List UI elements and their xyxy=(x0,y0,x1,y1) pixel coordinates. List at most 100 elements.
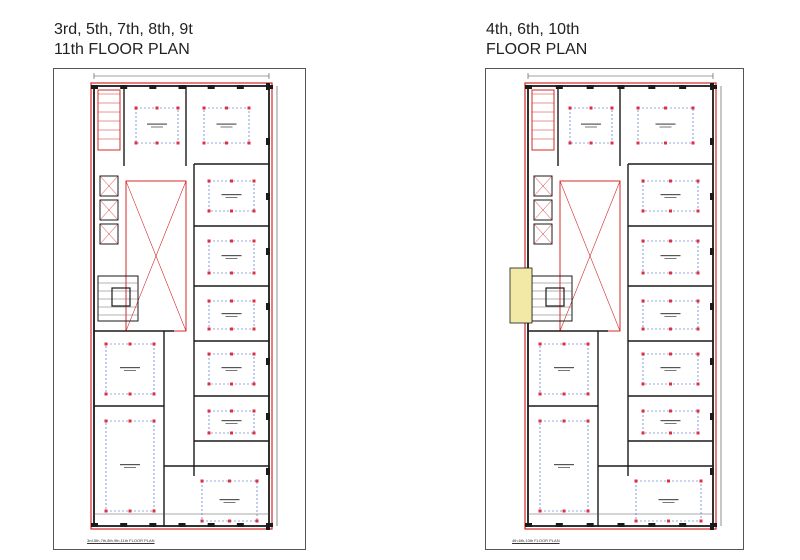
left-plan-caption: 3rd,5th,7th,8th,9th,11th FLOOR PLAN xyxy=(87,538,155,543)
column-marker xyxy=(664,106,667,110)
column-marker xyxy=(699,519,703,523)
perimeter-column xyxy=(710,523,717,527)
lift-box xyxy=(111,287,131,307)
column-marker xyxy=(252,352,256,356)
column-marker xyxy=(128,419,132,423)
column-marker xyxy=(200,479,204,483)
column-marker xyxy=(589,141,593,145)
column-marker xyxy=(641,352,645,356)
perimeter-column xyxy=(617,85,625,89)
perimeter-column xyxy=(525,523,532,527)
office-layout-outline xyxy=(642,353,699,385)
column-marker xyxy=(586,392,590,396)
room-label-mark xyxy=(216,123,237,125)
room-label-mark xyxy=(223,502,236,503)
column-marker xyxy=(699,479,703,483)
room-label-mark xyxy=(225,423,238,424)
column-marker xyxy=(586,509,590,513)
column-marker xyxy=(641,179,645,183)
column-marker xyxy=(669,179,672,183)
column-marker xyxy=(696,299,700,303)
office-layout-outline xyxy=(539,420,589,512)
column-marker xyxy=(589,106,593,110)
perimeter-column xyxy=(586,523,594,527)
column-marker xyxy=(207,271,211,275)
lift-shaft xyxy=(99,175,119,197)
room-label-mark xyxy=(659,126,672,128)
lift-cross xyxy=(99,199,119,221)
perimeter-column xyxy=(91,85,98,89)
column-marker xyxy=(104,509,108,513)
perimeter-column xyxy=(266,358,270,365)
column-marker xyxy=(636,141,640,145)
column-marker xyxy=(230,209,233,213)
column-marker xyxy=(230,239,233,243)
right-plan-title-line1: 4th, 6th, 10th xyxy=(486,21,580,38)
column-marker xyxy=(104,342,108,346)
column-marker xyxy=(252,431,256,435)
perimeter-column xyxy=(91,523,98,527)
column-marker xyxy=(669,271,672,275)
room-label-mark xyxy=(662,502,675,503)
column-marker xyxy=(669,431,672,435)
balcony xyxy=(509,267,533,324)
room-label-mark xyxy=(558,370,570,371)
column-marker xyxy=(669,299,672,303)
column-marker xyxy=(634,519,638,523)
column-marker xyxy=(176,141,180,145)
column-marker xyxy=(696,382,700,386)
left-floor-plan-drawing: 3rd,5th,7th,8th,9th,11th FLOOR PLAN xyxy=(53,68,306,550)
column-marker xyxy=(562,509,566,513)
office-layout-outline xyxy=(208,300,255,330)
office-layout-outline xyxy=(203,107,250,144)
void-cross xyxy=(559,180,621,332)
column-marker xyxy=(207,352,211,356)
room-label-mark xyxy=(221,367,242,369)
perimeter-column xyxy=(710,85,717,89)
perimeter-column xyxy=(617,523,625,527)
column-marker xyxy=(202,106,206,110)
perimeter-column xyxy=(525,85,532,89)
lift-shaft xyxy=(533,223,553,245)
room-label-mark xyxy=(221,420,242,422)
column-marker xyxy=(641,382,645,386)
column-marker xyxy=(230,382,233,386)
room-label-mark xyxy=(664,370,677,371)
office-layout-outline xyxy=(208,353,255,385)
column-marker xyxy=(696,409,700,413)
room-label-mark xyxy=(554,367,574,369)
room-label-mark xyxy=(664,258,677,259)
column-marker xyxy=(586,419,590,423)
left-plan-title: 3rd, 5th, 7th, 8th, 9t 11th FLOOR PLAN xyxy=(54,20,193,60)
column-marker xyxy=(586,342,590,346)
column-marker xyxy=(207,382,211,386)
office-layout-outline xyxy=(201,480,258,522)
room-label-mark xyxy=(664,197,677,198)
perimeter-column xyxy=(266,413,270,420)
perimeter-column xyxy=(679,523,687,527)
room-label-mark xyxy=(219,499,240,501)
lift-shaft xyxy=(99,223,119,245)
column-marker xyxy=(230,327,233,331)
column-marker xyxy=(252,299,256,303)
column-marker xyxy=(696,271,700,275)
perimeter-column xyxy=(266,468,270,475)
perimeter-column xyxy=(266,193,270,200)
column-marker xyxy=(562,419,566,423)
perimeter-column xyxy=(178,85,186,89)
room-label-mark xyxy=(124,370,136,371)
column-marker xyxy=(641,327,645,331)
left-plan-title-line1: 3rd, 5th, 7th, 8th, 9t xyxy=(54,21,193,38)
column-marker xyxy=(252,239,256,243)
column-marker xyxy=(230,271,233,275)
perimeter-column xyxy=(679,85,687,89)
room-label-mark xyxy=(554,464,574,466)
column-marker xyxy=(134,141,138,145)
room-label-mark xyxy=(660,367,681,369)
room-label-mark xyxy=(581,123,601,125)
column-marker xyxy=(252,179,256,183)
perimeter-column xyxy=(710,468,714,475)
building-outline xyxy=(90,82,273,530)
left-plan-title-line2: 11th FLOOR PLAN xyxy=(54,41,190,58)
perimeter-column xyxy=(710,358,714,365)
